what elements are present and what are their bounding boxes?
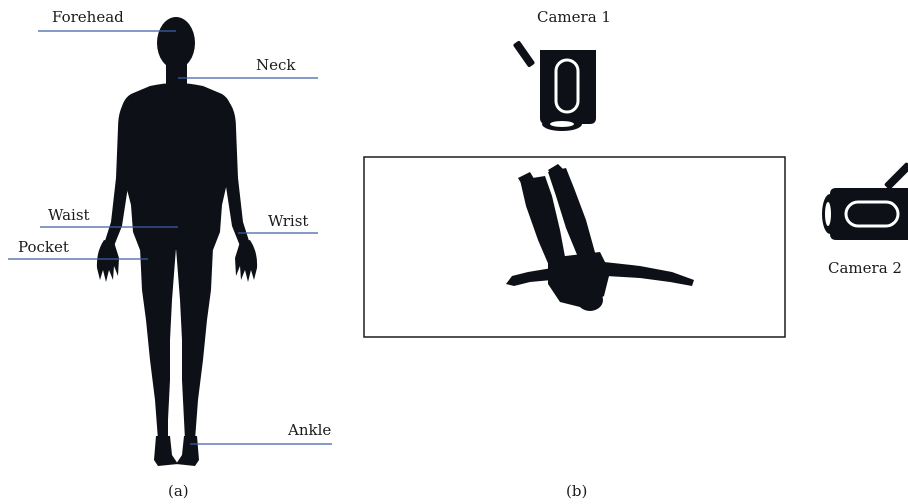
body-silhouette	[97, 17, 257, 466]
ankle-label: Ankle	[287, 421, 331, 439]
wrist-label: Wrist	[268, 212, 308, 230]
camera-1-icon	[513, 40, 596, 131]
forehead-label: Forehead	[52, 8, 124, 26]
waist-label: Waist	[48, 206, 90, 224]
caption-b: (b)	[566, 482, 587, 500]
camera-2-icon	[822, 162, 908, 240]
camera-1-label: Camera 1	[537, 8, 611, 26]
pocket-label: Pocket	[18, 238, 69, 256]
fallen-person-silhouette	[506, 164, 694, 311]
camera-2-label: Camera 2	[828, 259, 902, 277]
neck-label: Neck	[256, 56, 296, 74]
caption-a: (a)	[168, 482, 189, 500]
